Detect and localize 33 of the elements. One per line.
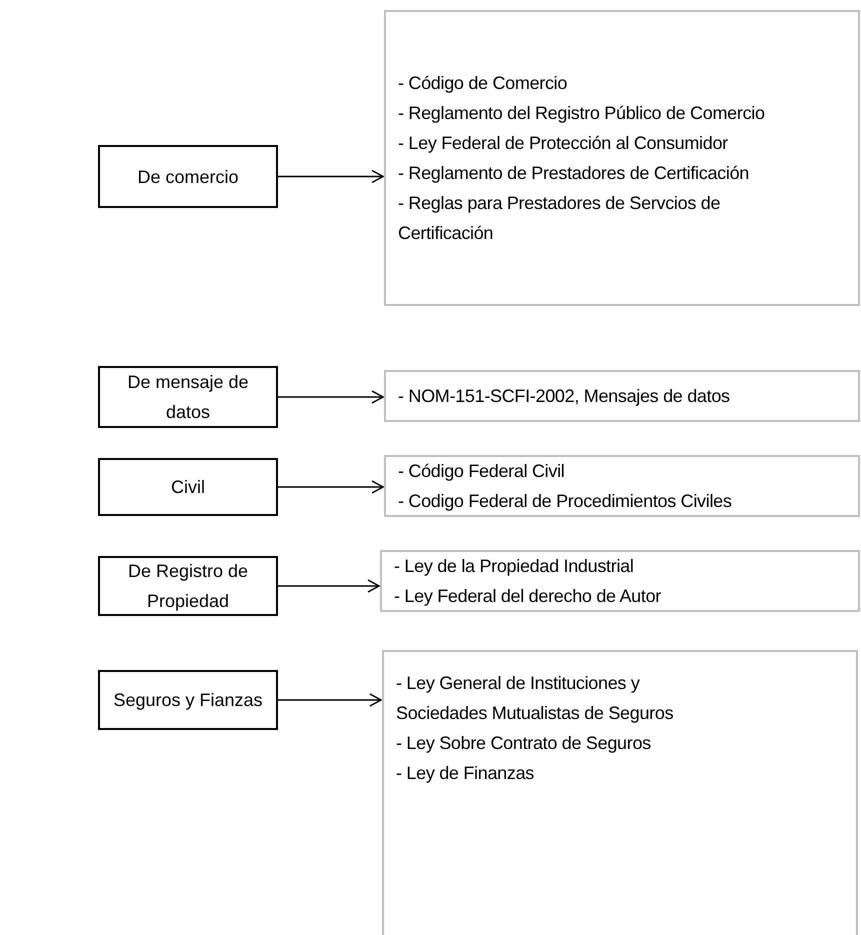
category-box bbox=[98, 670, 278, 730]
category-box bbox=[98, 366, 278, 428]
law-item: - Ley de la Propiedad Industrial bbox=[394, 555, 635, 578]
law-item: - Ley Sobre Contrato de Seguros bbox=[396, 732, 652, 755]
category-label: De mensaje de datos bbox=[126, 371, 250, 424]
category-label: De comercio bbox=[137, 166, 239, 188]
law-item: - Ley Federal de Protección al Consumidor bbox=[398, 132, 729, 155]
law-item: - Ley Federal del derecho de Autor bbox=[394, 585, 662, 608]
category-label: Civil bbox=[171, 476, 205, 499]
category-label: De Registro de Propiedad bbox=[126, 560, 250, 613]
law-item: - Codigo Federal de Procedimientos Civiles bbox=[398, 490, 733, 513]
arrow bbox=[278, 693, 382, 707]
law-item: - Reglamento de Prestadores de Certificación bbox=[398, 162, 750, 185]
law-list-box bbox=[384, 455, 860, 517]
category-label: Seguros y Fianzas bbox=[113, 689, 263, 712]
law-item: - Código Federal Civil bbox=[398, 460, 566, 483]
category-box bbox=[98, 458, 278, 516]
law-list-box bbox=[380, 550, 860, 612]
law-item: - Reglamento del Registro Público de Comercio bbox=[398, 102, 766, 125]
law-item: - Ley de Finanzas bbox=[396, 762, 535, 785]
law-list-box bbox=[382, 650, 858, 935]
category-box bbox=[98, 145, 278, 208]
law-item: - Reglas para Prestadores de Servcios de Certificación bbox=[398, 192, 722, 245]
law-item: - Ley General de Instituciones y Sociedades Mutualistas de Seguros bbox=[396, 672, 674, 725]
category-box bbox=[98, 556, 278, 616]
law-list-box bbox=[384, 370, 860, 422]
arrow bbox=[278, 579, 380, 593]
law-item: - NOM-151-SCFI-2002, Mensajes de datos bbox=[398, 385, 731, 408]
arrow bbox=[278, 390, 384, 404]
law-list-box bbox=[384, 10, 860, 306]
law-item: - Código de Comercio bbox=[398, 72, 568, 95]
arrow bbox=[278, 480, 384, 494]
arrow bbox=[278, 170, 384, 184]
